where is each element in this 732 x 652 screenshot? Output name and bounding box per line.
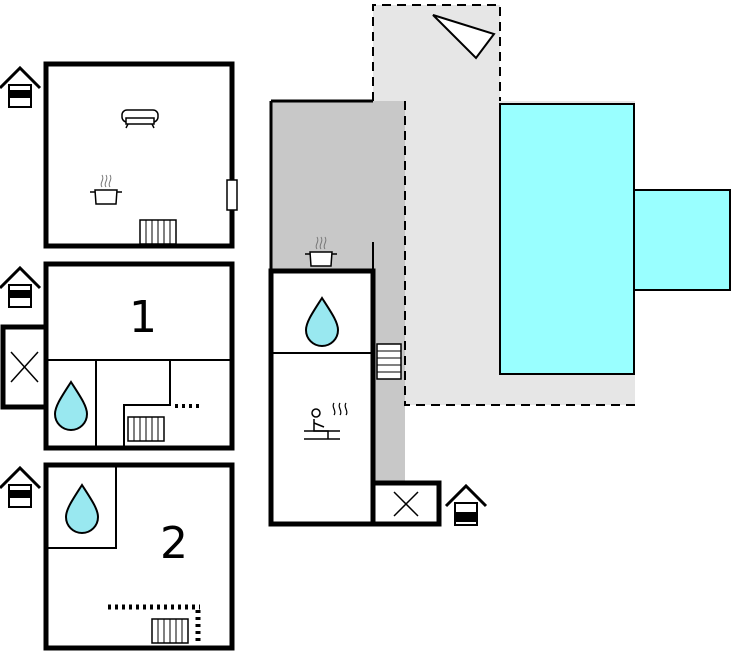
floor-2-label: 2: [160, 518, 188, 569]
floor-1-label: 1: [129, 292, 157, 343]
window-icon: [226, 179, 238, 211]
swimming-pool: [499, 103, 731, 375]
staircase-icon: [108, 604, 201, 645]
north-arrow-icon: [432, 14, 496, 60]
floor-2-plan: 2: [0, 462, 235, 651]
house-level-icon: [0, 266, 42, 309]
radiator-icon: [151, 618, 189, 644]
staircase-icon: [376, 343, 402, 380]
floor-1-plan: 1: [0, 261, 235, 451]
house-level-icon: [0, 66, 42, 109]
house-level-icon: [0, 466, 42, 509]
sauna-building-plan: [268, 236, 488, 527]
sofa-icon: [121, 109, 159, 129]
window-icon: [10, 351, 39, 383]
ground-floor-plan: [0, 61, 238, 249]
water-drop-icon: [65, 484, 99, 534]
cooking-pot-icon: [89, 174, 123, 205]
water-drop-icon: [54, 381, 88, 431]
radiator-icon: [139, 219, 177, 245]
water-drop-icon: [305, 297, 339, 347]
radiator-icon: [127, 416, 165, 442]
sauna-icon: [304, 402, 348, 440]
window-icon: [393, 491, 419, 517]
